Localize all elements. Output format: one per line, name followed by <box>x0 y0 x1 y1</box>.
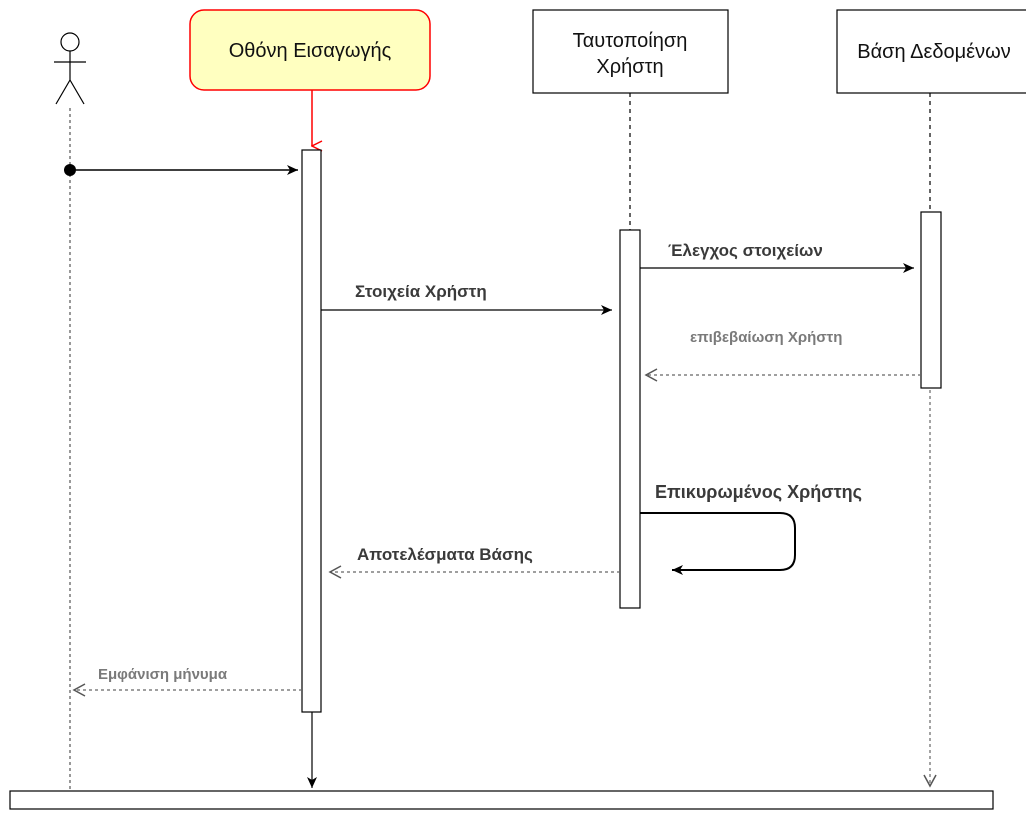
bottom-bar <box>9 790 994 810</box>
db-results-label: Αποτελέσματα Βάσης <box>357 545 533 564</box>
entry-screen-box <box>189 9 431 91</box>
user-data-label: Στοιχεία Χρήστη <box>355 282 487 301</box>
user-confirmation-label: επιβεβαίωση Χρήστη <box>690 329 842 346</box>
found-message-start-dot <box>64 164 76 176</box>
database-activation <box>920 211 942 389</box>
database-label: Βάση Δεδομένων <box>857 41 1010 63</box>
entry-screen-activation <box>301 149 322 713</box>
actor-head <box>60 32 80 52</box>
validated-user-arrow <box>640 512 796 575</box>
validated-user-label: Επικυρωμένος Χρήστης <box>655 482 862 502</box>
user-auth-activation <box>619 229 641 609</box>
database-box <box>836 9 1026 94</box>
actor <box>54 32 86 105</box>
check-data-label: Έλεγχος στοιχείων <box>668 241 823 260</box>
user-auth-label-line2: Χρήστη <box>596 56 663 78</box>
user-auth-label-line1: Ταυτοποίηση <box>573 30 688 52</box>
show-message-label: Εμφάνιση μήνυμα <box>98 666 228 683</box>
entry-screen-label: Οθόνη Εισαγωγής <box>229 40 392 62</box>
